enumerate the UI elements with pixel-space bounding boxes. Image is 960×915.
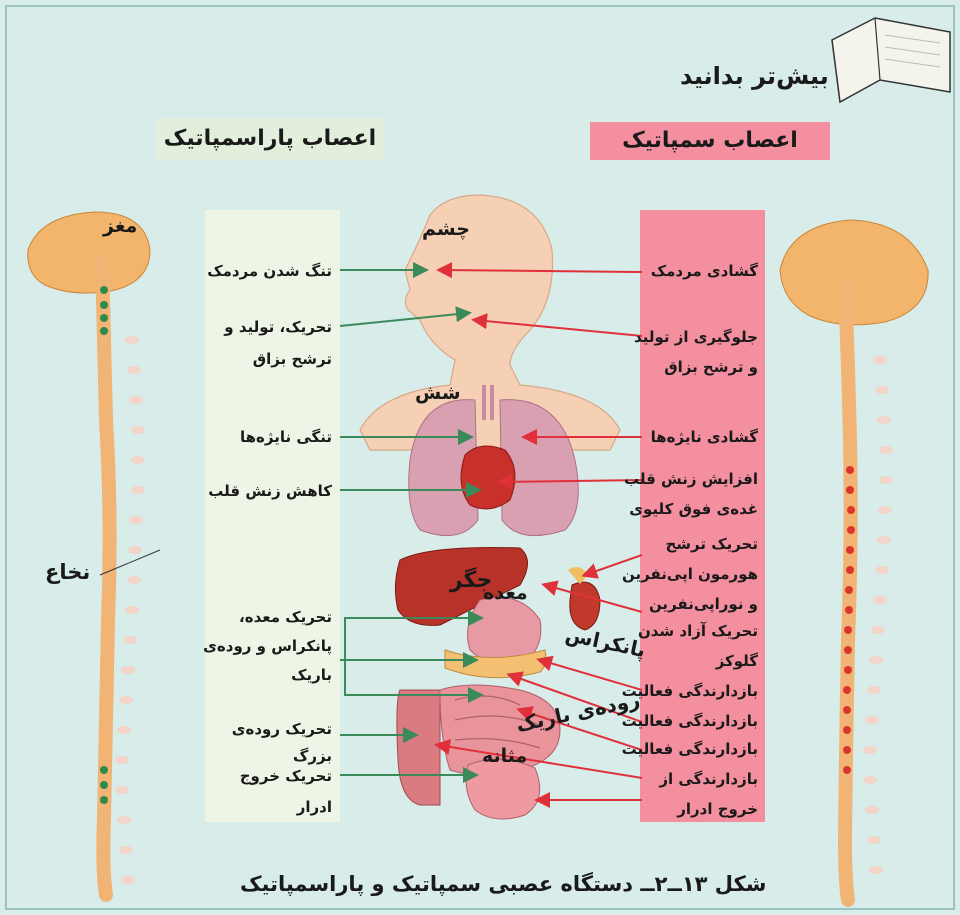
para-bronchi-label: تنگی نایژه‌ها xyxy=(240,428,332,446)
symp-hormone-label-1: تحریک ترشح xyxy=(665,535,758,553)
para-pupil-label: تنگ شدن مردمک xyxy=(207,262,332,280)
para-digest-label-1: تحریک معده، xyxy=(239,608,332,626)
para-digest-label-2: پانکراس و روده‌ی xyxy=(203,637,332,655)
para-saliva-label-2: ترشح بزاق xyxy=(253,350,332,368)
symp-pupil-label: گشادی مردمک xyxy=(651,262,758,280)
para-urine-label-1: تحریک خروج xyxy=(240,767,332,785)
symp-hormone-label-2: هورمون اپی‌نفرین xyxy=(622,565,758,583)
bladder-label: مثانه xyxy=(482,745,527,767)
spinal-cord-label: نخاع xyxy=(45,560,90,584)
symp-glucose-label-2: گلوکز xyxy=(716,652,758,670)
brain-label: مغز xyxy=(103,215,137,237)
bladder-figure xyxy=(466,759,540,819)
para-colon-label-2: بزرگ xyxy=(293,747,332,765)
para-digest-label-3: باریک xyxy=(291,666,332,684)
symp-heart-label: افزایش زنش قلب xyxy=(624,470,758,488)
heart-figure xyxy=(461,446,515,509)
lung-label: شش xyxy=(415,382,461,404)
symp-inhibit-label-3: بازدارندگی فعالیت xyxy=(622,740,758,758)
symp-inhibit-label-2: بازدارندگی فعالیت xyxy=(622,712,758,730)
stomach-label: معده xyxy=(483,582,528,604)
para-colon-label-1: تحریک روده‌ی xyxy=(232,720,332,738)
symp-glucose-label-1: تحریک آزاد شدن xyxy=(638,622,758,640)
symp-saliva-label-1: جلوگیری از تولید xyxy=(634,328,758,346)
symp-bronchi-label: گشادی نایژه‌ها xyxy=(651,428,758,446)
symp-urine-label-2: خروج ادرار xyxy=(677,800,758,818)
symp-saliva-label-2: و ترشح بزاق xyxy=(664,358,758,376)
symp-hormone-label-3: و نوراپی‌نفرین xyxy=(649,595,758,613)
eye-label: چشم xyxy=(422,218,470,240)
para-heart-label: کاهش زنش قلب xyxy=(208,482,332,500)
para-urine-label-2: ادرار xyxy=(297,798,332,816)
adrenal-gland-figure xyxy=(568,567,588,584)
para-saliva-label-1: تحریک، تولید و xyxy=(224,318,332,336)
symp-inhibit-label-1: بازدارندگی فعالیت xyxy=(622,682,758,700)
symp-adrenal-label: غده‌ی فوق کلیوی xyxy=(629,500,758,518)
symp-urine-label-1: بازدارندگی از xyxy=(659,770,758,788)
figure-caption: شکل ۱۳ــ۲ــ دستگاه عصبی سمپاتیک و پاراسم… xyxy=(240,872,766,896)
